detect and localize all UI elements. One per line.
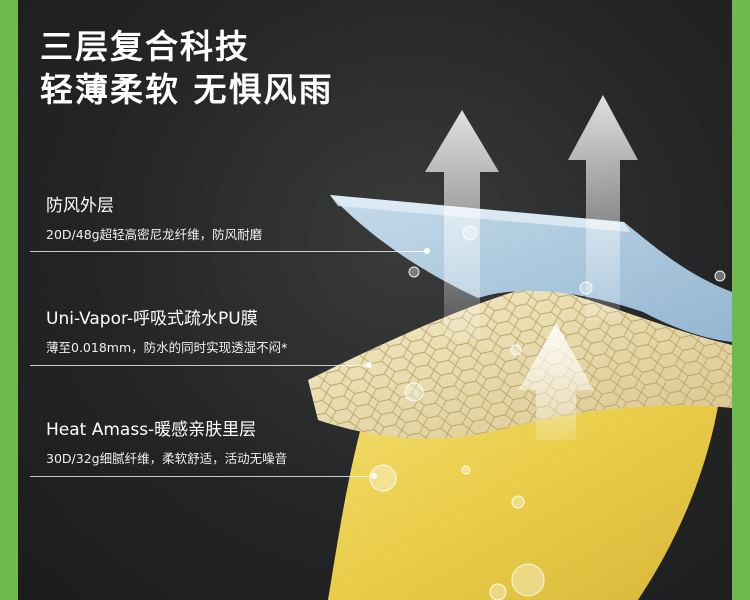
headline-line-2: 轻薄柔软 无惧风雨 [40, 70, 334, 109]
water-droplet-icons [369, 225, 726, 600]
vapor-arrow-left-icon [425, 110, 499, 340]
leader-line-outer [30, 251, 428, 252]
layer-title: Uni-Vapor-呼吸式疏水PU膜 [46, 309, 258, 329]
leader-line-membrane [30, 365, 370, 366]
layer-description: 薄至0.018mm，防水的同时实现透湿不闷* [46, 340, 288, 355]
outer-layer-fabric [330, 195, 732, 342]
leader-dot-inner [371, 473, 377, 479]
product-feature-panel: 三层复合科技 轻薄柔软 无惧风雨 防风外层 20D/48g超轻高密尼龙纤维，防风… [18, 0, 732, 600]
layer-info-outer: 防风外层 20D/48g超轻高密尼龙纤维，防风耐磨 [46, 198, 262, 242]
layer-title: 防风外层 [46, 196, 114, 216]
layer-description: 20D/48g超轻高密尼龙纤维，防风耐磨 [46, 227, 263, 242]
fabric-layers-illustration [308, 95, 732, 600]
headline-line-1: 三层复合科技 [40, 27, 250, 66]
leader-dot-membrane [366, 362, 372, 368]
layer-info-inner: Heat Amass-暖感亲肤里层 30D/32g细腻纤维，柔软舒适，活动无噪音 [46, 422, 287, 466]
vapor-arrow-center-icon [518, 323, 594, 440]
leader-dot-outer [424, 248, 430, 254]
leader-line-inner [30, 476, 375, 477]
layer-description: 30D/32g细腻纤维，柔软舒适，活动无噪音 [46, 451, 288, 466]
layer-title: Heat Amass-暖感亲肤里层 [46, 420, 257, 440]
layer-info-membrane: Uni-Vapor-呼吸式疏水PU膜 薄至0.018mm，防水的同时实现透湿不闷… [46, 311, 287, 355]
vapor-arrow-right-icon [568, 95, 638, 320]
